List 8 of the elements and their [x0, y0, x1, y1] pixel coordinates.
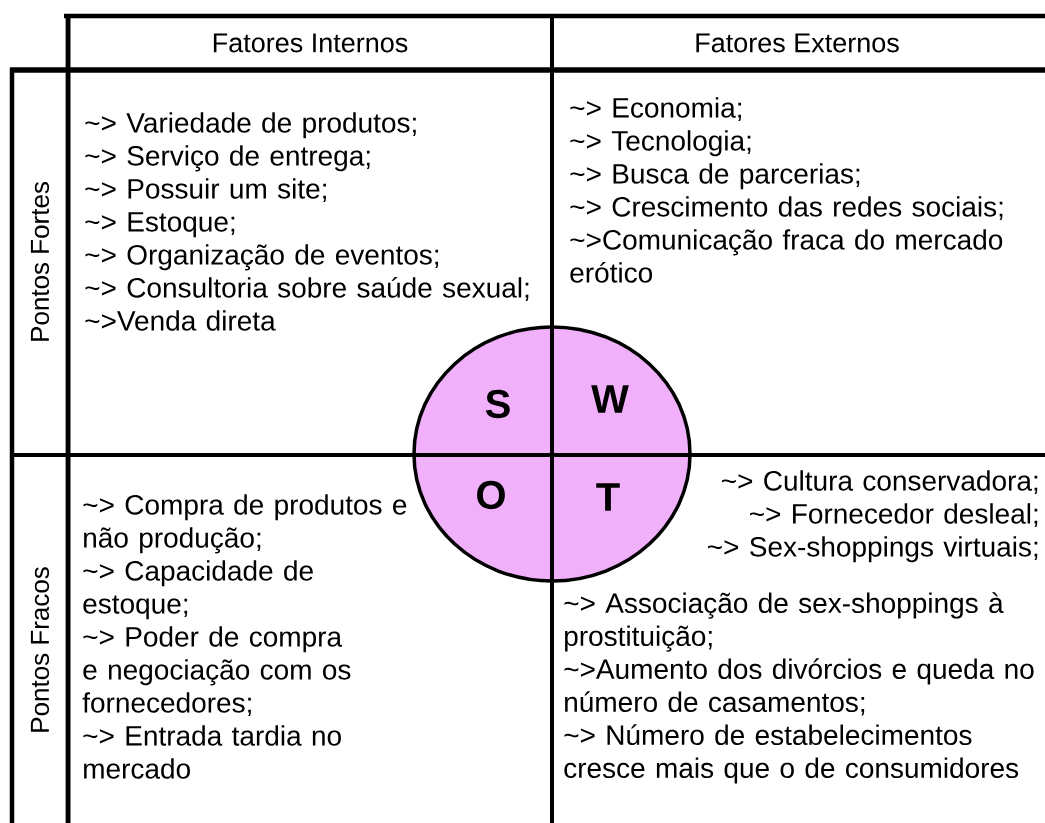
- column-header: Fatores Internos: [213, 33, 408, 53]
- bullet-list: ~> Associação de sex-shoppings à prostituição; ~>Aumento dos divórcios e queda no número de casamentos; ~> Número de estabelecimentos cresce mais que o de consumidores: [564, 592, 1034, 784]
- row-header: Pontos Fortes: [30, 182, 50, 341]
- bullet-list: ~> Economia; ~> Tecnologia; ~> Busca de parcerias; ~> Crescimento das redes sociais; ~>Comunicação fraca do mercado erótico: [570, 97, 1003, 283]
- column-header: Fatores Externos: [696, 33, 899, 53]
- bullet-list: ~> Cultura conservadora; ~> Fornecedor desleal; ~> Sex-shoppings virtuais;: [708, 470, 1038, 563]
- row-header: Pontos Fracos: [30, 567, 50, 732]
- bullet-list: ~> Compra de produtos e não produção; ~> Capacidade de estoque; ~> Poder de compra e negociação com os fornecedores; ~> Entrada tardia no mercado: [82, 494, 407, 779]
